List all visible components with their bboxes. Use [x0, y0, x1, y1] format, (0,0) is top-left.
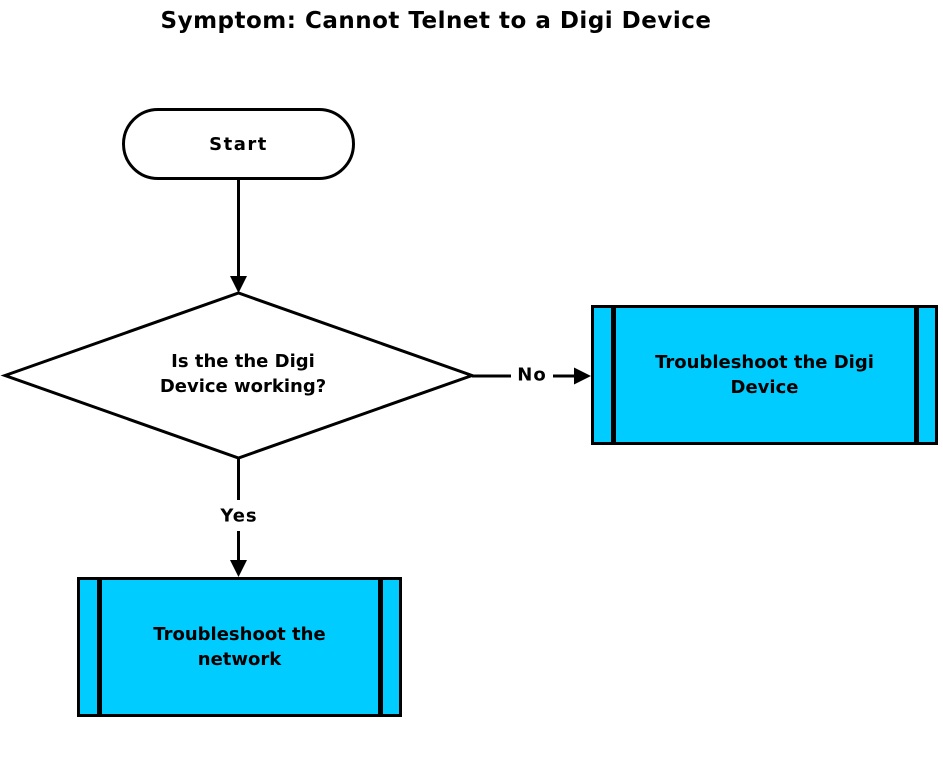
predefined-process-bar-left	[97, 580, 102, 714]
start-node-label: Start	[209, 133, 268, 155]
yes-edge-label: Yes	[218, 505, 260, 527]
predefined-process-bar-left	[611, 308, 616, 442]
arrow-decision-no	[472, 367, 591, 385]
troubleshoot-device-line2: Device	[730, 377, 799, 398]
troubleshoot-device-line1: Troubleshoot the Digi	[655, 352, 874, 373]
decision-node-label: Is the the Digi Device working?	[160, 349, 326, 399]
no-edge-label: No	[515, 364, 549, 386]
start-node: Start	[122, 108, 355, 180]
troubleshoot-network-line2: network	[197, 649, 282, 670]
arrowhead-down-icon	[230, 560, 247, 577]
arrow-start-to-decision	[230, 180, 247, 293]
decision-label-line1: Is the the Digi	[171, 351, 315, 372]
troubleshoot-device-label: Troubleshoot the Digi Device	[655, 350, 874, 400]
diagram-title: Symptom: Cannot Telnet to a Digi Device	[160, 8, 712, 34]
troubleshoot-network-node: Troubleshoot the network	[77, 577, 402, 717]
troubleshoot-network-label: Troubleshoot the network	[153, 622, 325, 672]
decision-label-line2: Device working?	[159, 376, 327, 397]
troubleshoot-device-node: Troubleshoot the Digi Device	[591, 305, 938, 445]
arrow-decision-yes	[230, 458, 247, 577]
predefined-process-bar-right	[914, 308, 919, 442]
troubleshoot-network-line1: Troubleshoot the	[153, 624, 326, 645]
predefined-process-bar-right	[378, 580, 383, 714]
arrowhead-down-icon	[230, 276, 247, 293]
arrowhead-right-icon	[574, 367, 591, 385]
